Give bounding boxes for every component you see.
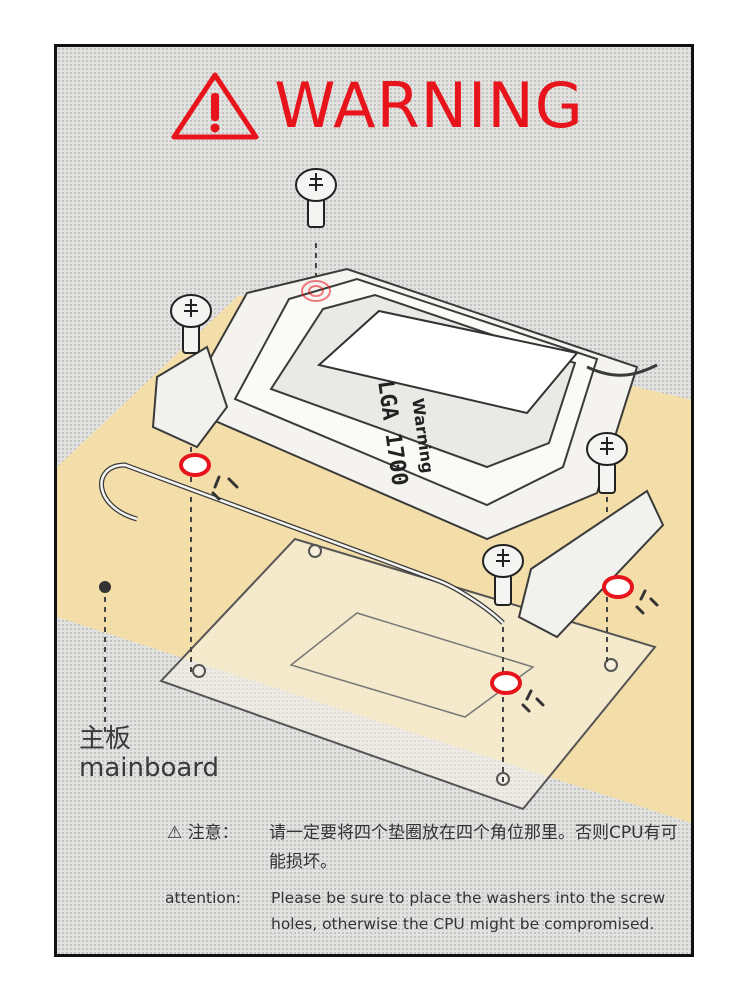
mainboard-label: 主板 mainboard [79,725,219,783]
backplate [159,537,657,811]
warning-triangle-icon [171,72,259,140]
washer-icon [301,280,331,302]
note-cn-head: ⚠ 注意： [167,819,239,848]
washer-icon [179,453,634,695]
warning-poster: WARNING LGA 1700 Warning 主板 mainboard ⚠ … [54,44,694,957]
note-cn-head-label: 注意： [187,823,239,843]
illustration [57,168,691,824]
screw-icon [295,168,337,228]
mainboard-label-en: mainboard [79,753,220,783]
small-warning-icon: ⚠ [167,823,183,843]
mainboard-label-cn: 主板 [79,724,132,754]
notes-section: ⚠ 注意： 请一定要将四个垫圈放在四个角位那里。否则CPU有可能损坏。 atte… [165,819,687,937]
note-cn-text: 请一定要将四个垫圈放在四个角位那里。否则CPU有可能损坏。 [269,823,678,872]
warning-title: WARNING [274,69,584,142]
mainboard-pointer-dot [99,581,111,593]
screw-icon [482,544,524,606]
note-chinese: ⚠ 注意： 请一定要将四个垫圈放在四个角位那里。否则CPU有可能损坏。 [167,819,687,877]
cpu-chip [316,309,579,415]
screw-icon [170,294,212,354]
note-en-head: attention: [165,889,241,907]
note-english: attention: Please be sure to place the w… [165,885,687,937]
note-en-text: Please be sure to place the washers into… [271,889,666,933]
title-banner: WARNING [57,61,691,151]
screw-icon [586,432,628,494]
